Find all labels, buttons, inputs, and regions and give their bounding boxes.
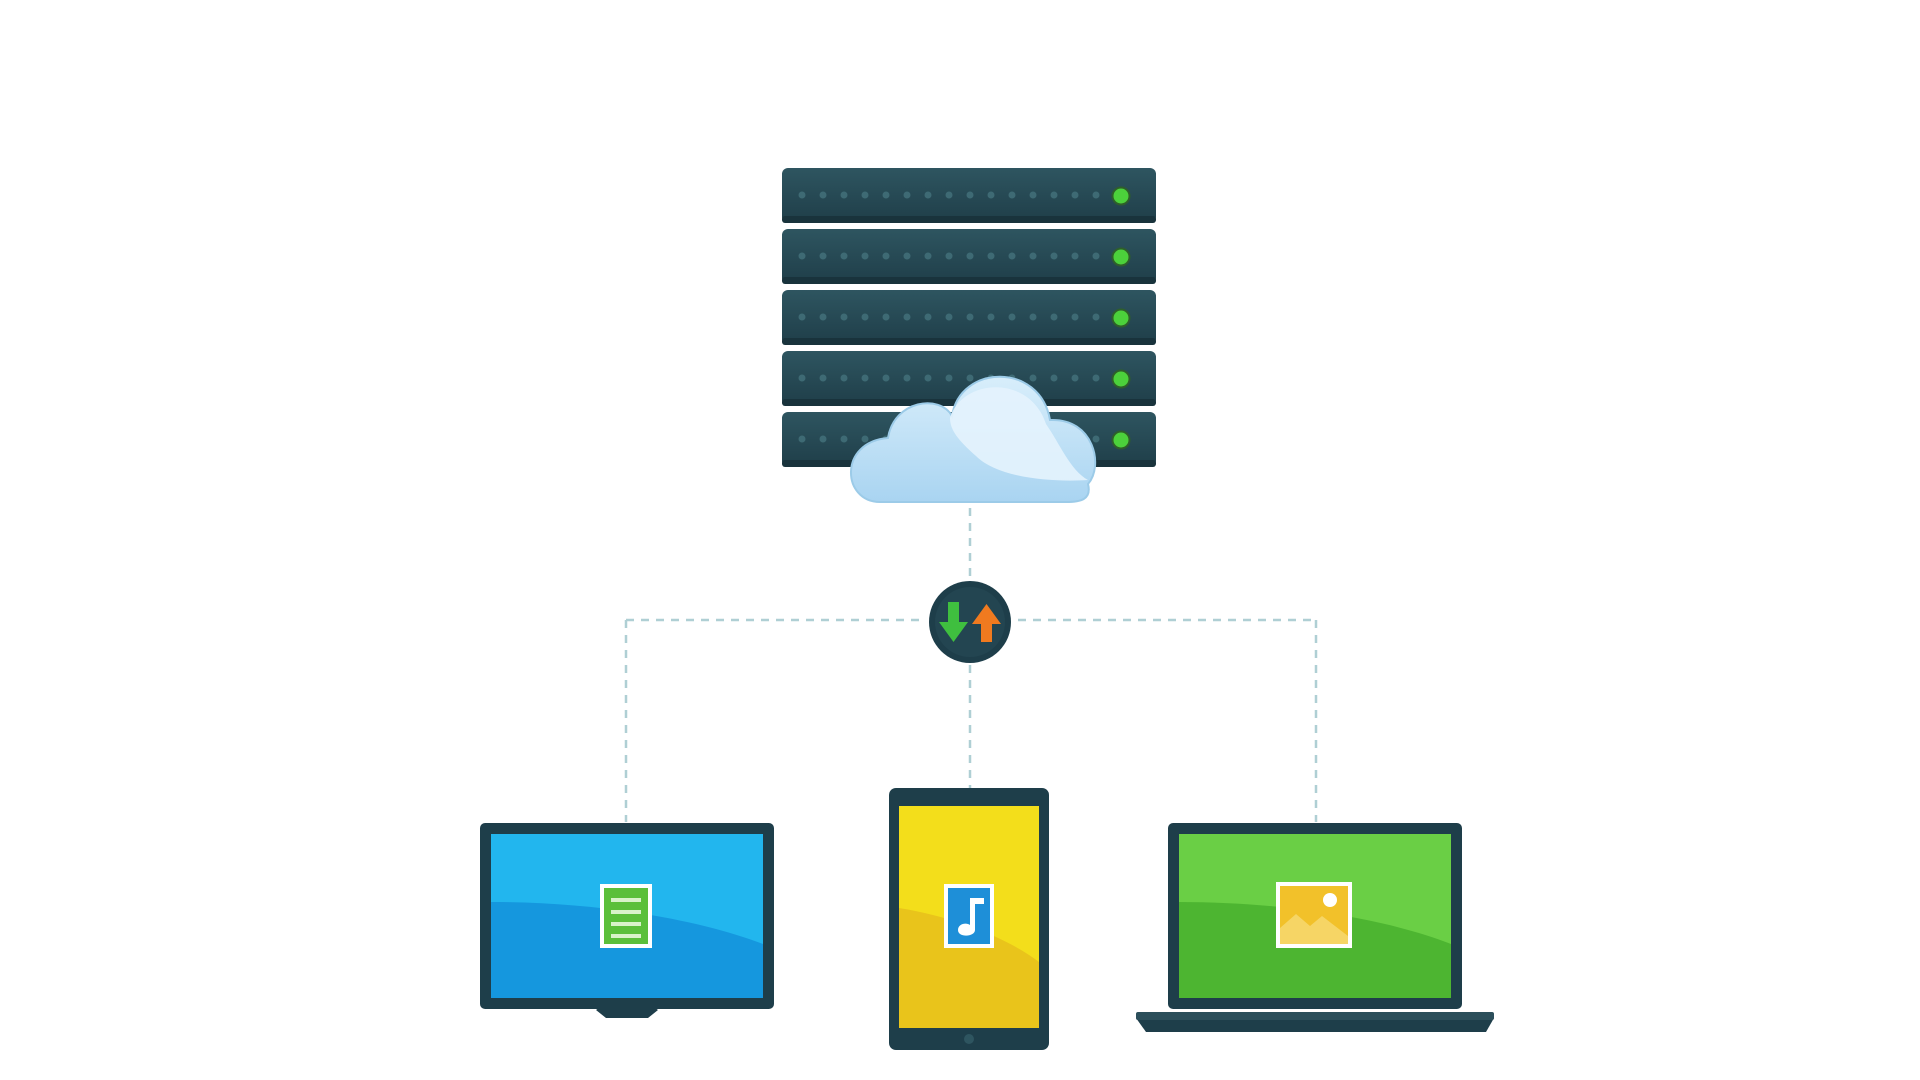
server-unit: [782, 290, 1156, 345]
connector-lines: [624, 508, 1318, 822]
download-arrow-icon: [939, 602, 968, 642]
status-led-icon: [1111, 430, 1131, 450]
sync-hub: [929, 581, 1011, 663]
document-icon: [600, 884, 652, 948]
music-note-icon: [944, 884, 994, 948]
server-unit: [782, 229, 1156, 284]
status-led-icon: [1111, 186, 1131, 206]
laptop: [1136, 823, 1494, 1032]
upload-arrow-icon: [972, 604, 1001, 642]
tablet: [889, 788, 1049, 1050]
image-icon: [1276, 882, 1352, 948]
server-unit: [782, 168, 1156, 223]
status-led-icon: [1111, 308, 1131, 328]
home-button-icon: [964, 1034, 974, 1044]
server-unit: [782, 351, 1156, 406]
cloud-icon: [850, 375, 1097, 503]
status-led-icon: [1111, 247, 1131, 267]
desktop-monitor: [480, 823, 774, 1018]
status-led-icon: [1111, 369, 1131, 389]
